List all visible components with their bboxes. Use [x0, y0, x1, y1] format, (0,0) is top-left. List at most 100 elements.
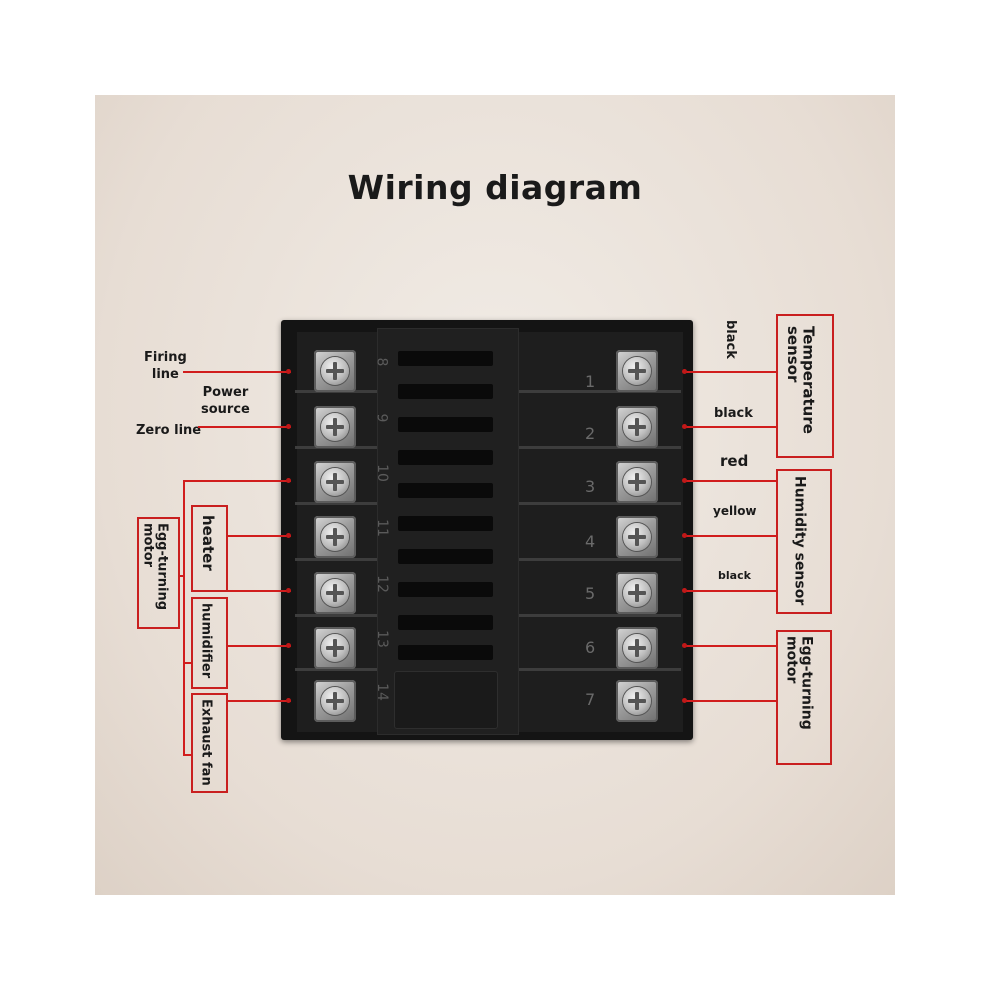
terminal-screw-10 — [314, 461, 356, 503]
terminal-screw-7 — [616, 680, 658, 722]
center-vent-plate — [377, 328, 519, 735]
row-separator — [295, 614, 377, 617]
terminal-screw-9 — [314, 406, 356, 448]
terminal-number-7: 7 — [585, 690, 596, 709]
vent-slot — [398, 615, 493, 630]
label-heater: heater — [198, 515, 217, 571]
wire-dot — [286, 478, 291, 483]
label-power-source: Power source — [201, 385, 250, 417]
terminal-number-9: 9 — [373, 413, 390, 423]
wire-dot — [682, 478, 687, 483]
terminal-number-10: 10 — [373, 464, 390, 482]
egg-turning-motor-box-right — [776, 630, 832, 765]
terminal-number-4: 4 — [585, 532, 596, 551]
wire-temp-1 — [686, 371, 776, 373]
terminal-screw-8 — [314, 350, 356, 392]
wire-dot — [286, 369, 291, 374]
wire-hum-red — [686, 480, 776, 482]
heater-box — [191, 505, 228, 592]
vent-slot — [398, 516, 493, 531]
wire-dot — [682, 533, 687, 538]
wire-motor-7 — [686, 700, 776, 702]
terminal-number-13: 13 — [373, 630, 390, 648]
vent-slot — [398, 351, 493, 366]
wire-dot — [682, 588, 687, 593]
wire-stub — [183, 754, 193, 756]
label-black-3: black — [718, 569, 751, 582]
terminal-screw-5 — [616, 572, 658, 614]
row-separator — [517, 558, 681, 561]
wire-dot — [682, 698, 687, 703]
wire-motor-6 — [686, 645, 776, 647]
terminal-number-6: 6 — [585, 638, 596, 657]
wire-dot — [682, 643, 687, 648]
label-temperature-sensor: Temperature sensor — [783, 326, 818, 434]
terminal-number-1: 1 — [585, 372, 596, 391]
temperature-sensor-box — [776, 314, 834, 458]
row-separator — [295, 558, 377, 561]
vent-slot — [398, 549, 493, 564]
terminal-number-11: 11 — [373, 519, 390, 537]
wire-common-bus — [183, 480, 291, 482]
label-firing-line: Firing line — [144, 350, 187, 382]
terminal-screw-2 — [616, 406, 658, 448]
label-exhaust-fan: Exhaust fan — [198, 699, 214, 786]
label-egg-turning-motor-left: Egg-turning motor — [140, 523, 170, 611]
wire-firing-line — [183, 371, 291, 373]
wire-dot — [682, 369, 687, 374]
terminal-number-8: 8 — [373, 357, 390, 367]
wire-egg-motor — [228, 590, 291, 592]
vent-slot — [398, 417, 493, 432]
wire-dot — [286, 698, 291, 703]
wire-dot — [286, 424, 291, 429]
terminal-number-3: 3 — [585, 477, 596, 496]
blank-cover — [394, 671, 498, 729]
terminal-screw-3 — [616, 461, 658, 503]
row-separator — [517, 502, 681, 505]
label-humidifier: humidifier — [198, 603, 214, 679]
exhaust-fan-box — [191, 693, 228, 793]
controller-terminal-block: 8 9 10 11 12 13 14 1 2 3 4 5 6 7 — [281, 320, 693, 740]
row-separator — [517, 614, 681, 617]
label-egg-turning-motor-right: Egg-turning motor — [783, 636, 815, 730]
terminal-screw-13 — [314, 627, 356, 669]
row-separator — [295, 502, 377, 505]
diagram-title: Wiring diagram — [347, 168, 643, 207]
label-black-1: black — [723, 320, 738, 359]
wire-dot — [286, 533, 291, 538]
row-separator — [295, 668, 377, 671]
wire-common-vertical — [183, 480, 185, 756]
terminal-screw-6 — [616, 627, 658, 669]
wire-hum-black — [686, 590, 776, 592]
wire-heater — [228, 535, 291, 537]
label-red: red — [720, 452, 749, 470]
wire-dot — [682, 424, 687, 429]
label-zero-line: Zero line — [136, 423, 202, 438]
wire-stub — [178, 575, 185, 577]
wire-stub — [183, 662, 193, 664]
wire-hum-yellow — [686, 535, 776, 537]
terminal-screw-4 — [616, 516, 658, 558]
terminal-screw-1 — [616, 350, 658, 392]
egg-turning-motor-box-left — [137, 517, 180, 629]
row-separator — [517, 668, 681, 671]
vent-slot — [398, 582, 493, 597]
humidifier-box — [191, 597, 228, 689]
wire-temp-2 — [686, 426, 776, 428]
wire-zero-line — [198, 426, 291, 428]
terminal-screw-12 — [314, 572, 356, 614]
wire-humidifier — [228, 645, 291, 647]
terminal-number-12: 12 — [373, 575, 390, 593]
label-humidity-sensor: Humidity sensor — [791, 476, 808, 606]
terminal-number-5: 5 — [585, 584, 596, 603]
wire-dot — [286, 643, 291, 648]
vent-slot — [398, 450, 493, 465]
vent-slot — [398, 645, 493, 660]
humidity-sensor-box — [776, 469, 832, 614]
terminal-number-14: 14 — [373, 683, 390, 701]
vent-slot — [398, 483, 493, 498]
vent-slot — [398, 384, 493, 399]
wire-dot — [286, 588, 291, 593]
terminal-number-2: 2 — [585, 424, 596, 443]
label-black-2: black — [714, 406, 753, 421]
